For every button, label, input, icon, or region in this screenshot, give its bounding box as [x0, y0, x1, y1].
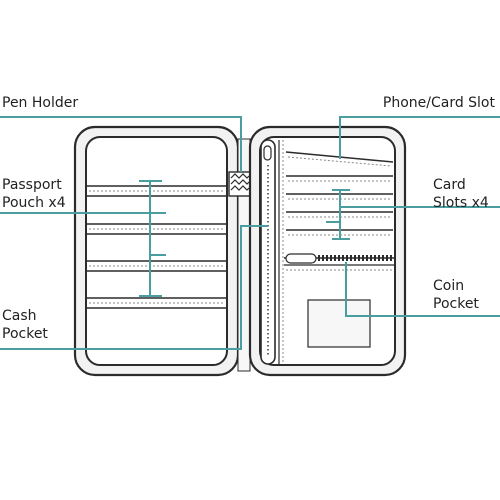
label-cash-line1: Cash: [2, 308, 37, 324]
label-coin-line1: Coin: [433, 278, 464, 294]
label-phone-card-slot: Phone/Card Slot: [383, 95, 496, 111]
label-pen-holder: Pen Holder: [2, 95, 78, 111]
coin-pocket-zipper: [284, 253, 395, 271]
passport-pouches: [87, 185, 226, 309]
label-passport-line1: Passport: [2, 177, 62, 193]
label-cash-line2: Pocket: [2, 326, 48, 342]
label-card-line1: Card: [433, 177, 466, 193]
label-passport-line2: Pouch x4: [2, 195, 66, 211]
label-coin-line2: Pocket: [433, 296, 479, 312]
left-panel: [73, 125, 240, 377]
id-window: [307, 299, 371, 348]
label-card-line2: Slots x4: [433, 195, 489, 211]
callout-lines: [0, 116, 500, 350]
